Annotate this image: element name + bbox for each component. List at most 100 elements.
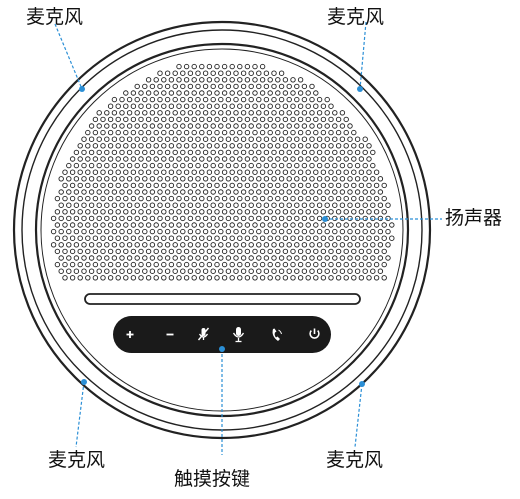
grille-hole (324, 202, 330, 208)
grille-hole (145, 261, 152, 268)
grille-hole (335, 156, 342, 162)
grille-hole (153, 275, 159, 281)
grille-hole (202, 242, 209, 248)
grille-hole (180, 149, 186, 156)
grille-hole (168, 156, 175, 162)
grille-hole (187, 268, 194, 274)
grille-hole (358, 275, 365, 281)
grille-hole (275, 209, 281, 215)
grille-hole (88, 123, 95, 129)
grille-hole (206, 195, 213, 202)
grille-hole (172, 70, 178, 76)
grille-hole (385, 202, 391, 208)
grille-hole (263, 189, 270, 195)
grille-hole (69, 195, 76, 202)
grille-hole (328, 129, 334, 136)
grille-hole (161, 275, 167, 281)
grille-hole (145, 143, 152, 149)
grille-hole (309, 176, 315, 182)
grille-hole (354, 136, 361, 142)
grille-hole (275, 222, 281, 228)
grille-hole (335, 195, 342, 202)
grille-hole (195, 242, 201, 248)
grille-hole (104, 268, 110, 274)
grille-hole (267, 143, 273, 149)
grille-hole (202, 228, 209, 235)
grille-hole (88, 149, 95, 156)
grille-hole (324, 96, 330, 103)
grille-hole (187, 189, 194, 195)
grille-hole (85, 156, 91, 162)
grille-hole (240, 215, 247, 222)
grille-hole (210, 136, 216, 142)
grille-hole (370, 202, 376, 208)
grille-hole (111, 242, 118, 248)
grille-hole (225, 110, 232, 116)
grille-hole (275, 103, 281, 109)
grille-hole (233, 162, 239, 169)
grille-hole (225, 228, 232, 235)
grille-hole (149, 242, 156, 248)
grille-hole (138, 209, 144, 215)
grille-hole (119, 202, 125, 208)
grille-hole (202, 215, 209, 222)
grille-hole (149, 162, 156, 169)
grille-hole (218, 136, 224, 142)
grille-hole (248, 136, 254, 142)
grille-hole (142, 110, 148, 116)
grille-hole (278, 242, 285, 248)
grille-hole (115, 182, 121, 189)
grille-hole (313, 182, 319, 189)
grille-hole (130, 103, 137, 109)
grille-hole (263, 242, 270, 248)
grille-hole (282, 129, 289, 136)
grille-hole (145, 235, 152, 241)
grille-hole (210, 70, 216, 76)
grille-hole (305, 195, 311, 202)
grille-hole (218, 268, 224, 274)
grille-hole (96, 189, 102, 195)
grille-hole (362, 176, 368, 182)
grille-hole (191, 235, 197, 241)
grille-hole (225, 136, 232, 142)
grille-hole (271, 96, 277, 103)
grille-hole (351, 129, 357, 136)
grille-hole (343, 275, 349, 281)
grille-hole (370, 176, 376, 182)
grille-hole (138, 261, 144, 268)
grille-hole (214, 209, 220, 215)
grille-hole (267, 156, 273, 162)
grille-hole (73, 189, 80, 195)
grille-hole (297, 195, 304, 202)
grille-hole (96, 268, 102, 274)
grille-hole (199, 209, 205, 215)
grille-hole (126, 228, 133, 235)
grille-hole (176, 90, 182, 96)
grille-hole (229, 235, 235, 241)
grille-hole (142, 202, 148, 208)
grille-hole (244, 156, 251, 162)
grille-hole (161, 103, 167, 109)
grille-hole (168, 103, 175, 109)
grille-hole (58, 255, 64, 261)
grille-hole (172, 242, 178, 248)
grille-hole (138, 275, 144, 281)
grille-hole (263, 268, 270, 274)
grille-hole (183, 222, 190, 228)
grille-hole (168, 195, 175, 202)
grille-hole (237, 222, 243, 228)
grille-hole (153, 116, 159, 123)
grille-hole (172, 176, 178, 182)
grille-hole (157, 149, 163, 156)
grille-hole (183, 143, 190, 149)
grille-hole (107, 222, 114, 228)
grille-hole (366, 156, 372, 162)
grille-hole (202, 176, 209, 182)
grille-hole (328, 261, 334, 268)
grille-hole (157, 202, 163, 208)
grille-hole (309, 83, 315, 90)
grille-hole (343, 116, 349, 123)
grille-hole (172, 268, 178, 274)
grille-hole (92, 275, 99, 281)
grille-hole (301, 176, 308, 182)
